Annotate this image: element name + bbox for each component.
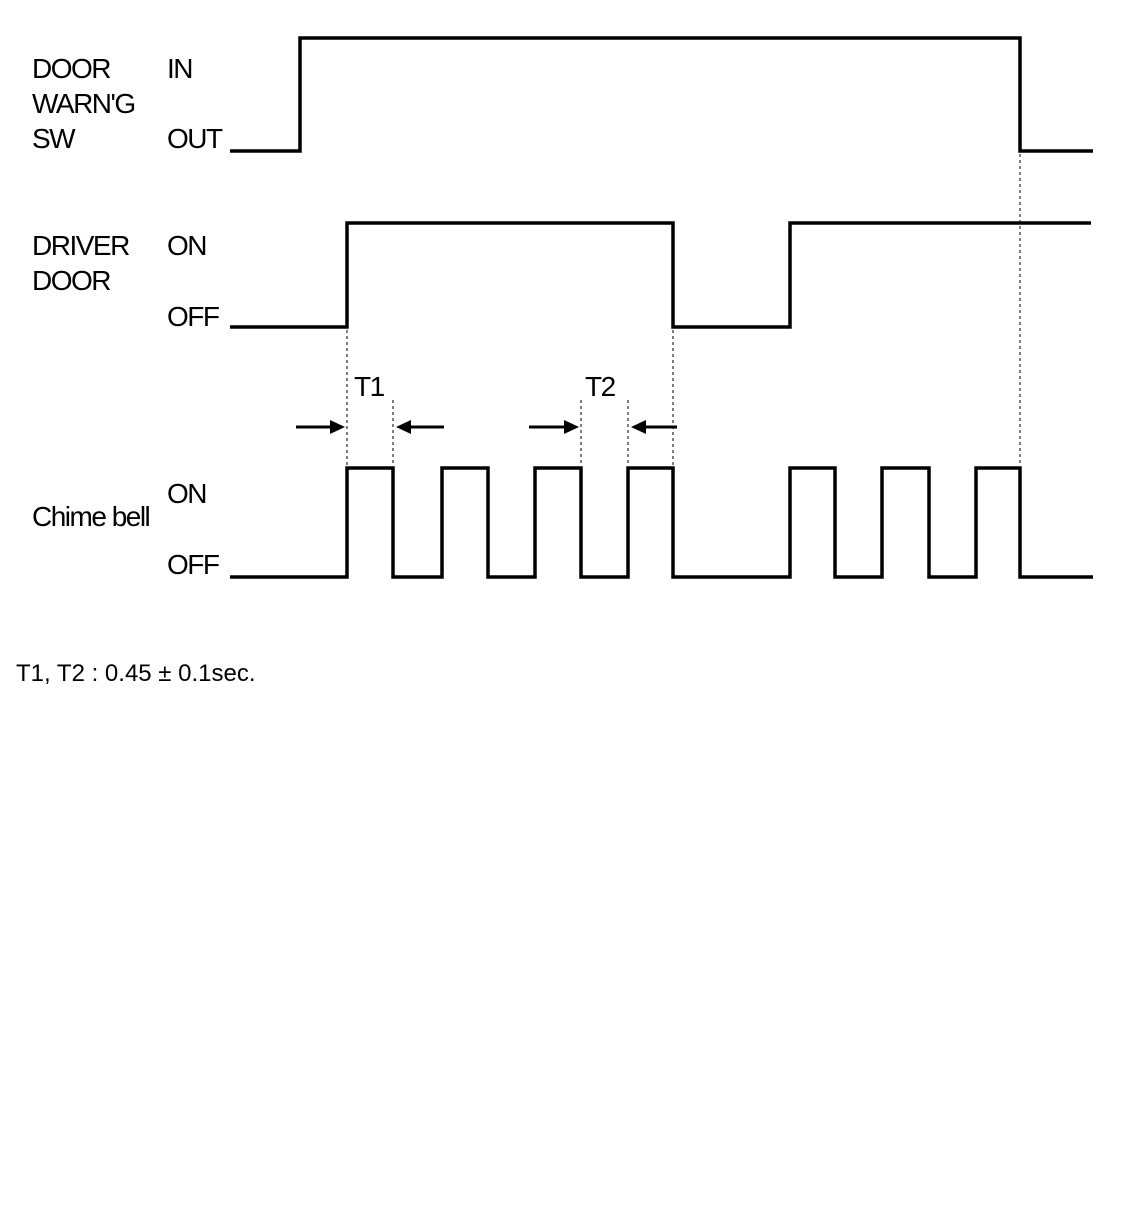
timing-note: T1, T2 : 0.45 ± 0.1sec. <box>16 660 256 687</box>
chime-bell-waveform <box>230 466 1093 579</box>
t2-left-arrow-icon <box>529 420 579 434</box>
chime-bell-high-label: ON <box>167 478 206 509</box>
t2-label: T2 <box>585 371 616 402</box>
t1-right-arrow-icon <box>396 420 444 434</box>
door-warning-sw-name-line-1: DOOR <box>32 53 110 84</box>
door-warning-sw-low-label: OUT <box>167 123 223 154</box>
chime-bell-low-label: OFF <box>167 549 219 580</box>
door-warning-sw-name-line-3: SW <box>32 123 76 154</box>
t1-label: T1 <box>354 371 385 402</box>
door-warning-sw-waveform <box>230 36 1093 153</box>
t1-left-arrow-icon <box>296 420 345 434</box>
driver-door-waveform <box>230 221 1091 329</box>
door-warning-sw-high-label: IN <box>167 53 192 84</box>
chime-bell-name: Chime bell <box>32 501 150 532</box>
door-warning-sw-name-line-2: WARN'G <box>32 88 135 119</box>
driver-door-low-label: OFF <box>167 301 219 332</box>
t2-right-arrow-icon <box>631 420 677 434</box>
driver-door-name-line-2: DOOR <box>32 265 110 296</box>
driver-door-high-label: ON <box>167 230 206 261</box>
driver-door-name-line-1: DRIVER <box>32 230 129 261</box>
